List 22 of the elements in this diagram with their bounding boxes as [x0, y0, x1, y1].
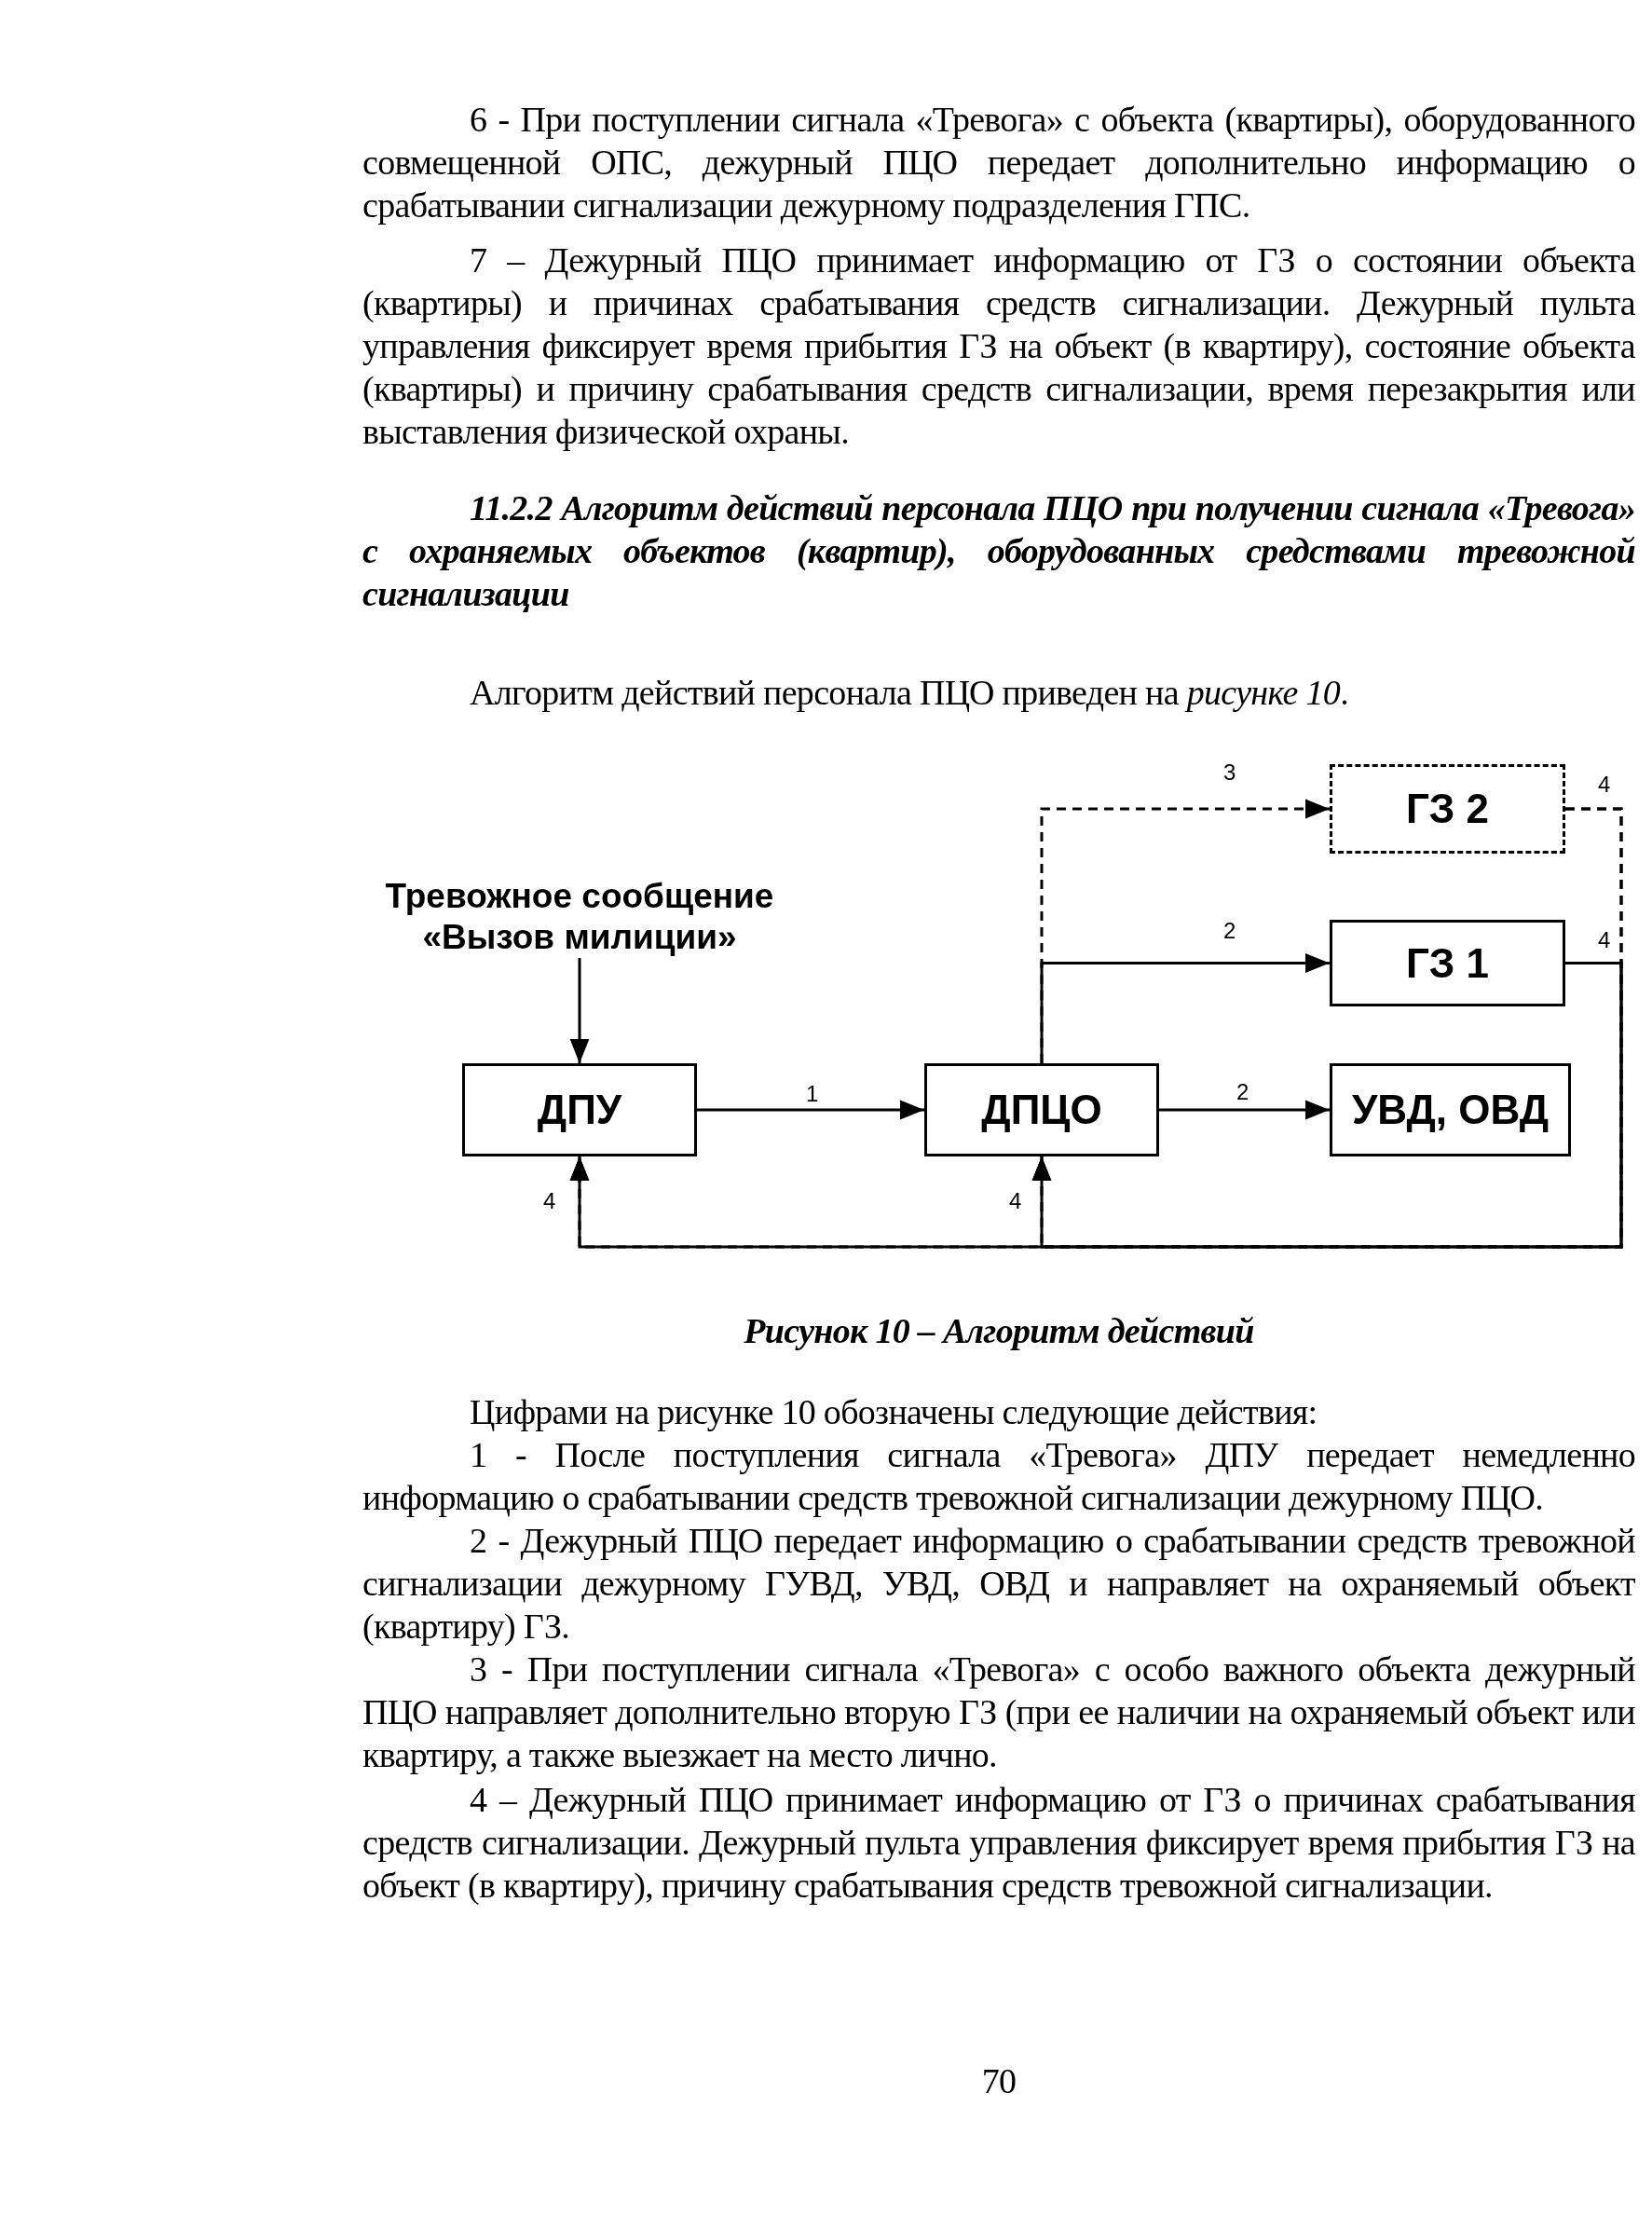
- paragraph: Цифрами на рисунке 10 обозначены следующие действия:: [469, 1391, 1318, 1433]
- page-number: 70: [980, 2060, 1017, 2102]
- arrow: [697, 1100, 924, 1120]
- process-box: ГЗ 1: [1330, 920, 1565, 1006]
- arrow: [569, 958, 590, 1063]
- paragraph: 7 – Дежурный ПЦО принимает информацию от ГЗ о состоянии объекта (квартиры) и причинах срабатывания средств сигнализации. Дежурный пульта управления фиксирует время прибытия ГЗ на объект (в квартиру), состояние объекта (квартиры) и причину срабатывания средств сигнализации, время перезакрытия или выставления физической охраны.: [362, 239, 1635, 453]
- arrow: [1040, 953, 1330, 1063]
- section-heading: 11.2.2 Алгоритм действий персонала ПЦО при получении сигнала «Тревога» с охраняемых объектов (квартир), оборудованных средствами тревожной сигнализации: [362, 487, 1635, 615]
- process-box: ДПУ: [462, 1063, 697, 1156]
- process-box: УВД, ОВД: [1330, 1063, 1571, 1156]
- paragraph: 3 - При поступлении сигнала «Тревога» с особо важного объекта дежурный ПЦО направляет дополнительно вторую ГЗ (при ее наличии на охраняемый объект или квартиру, а также выезжает на место лично.: [362, 1649, 1635, 1776]
- paragraph: 1 - После поступления сигнала «Тревога» ДПУ передает немедленно информацию о срабатывании средств тревожной сигнализации дежурному ПЦО.: [362, 1434, 1635, 1519]
- figure-caption: Рисунок 10 – Алгоритм действий: [743, 1310, 1255, 1352]
- paragraph: 4 – Дежурный ПЦО принимает информацию от ГЗ о причинах срабатывания средств сигнализации. Дежурный пульта управления фиксирует время прибытия ГЗ на объект (в квартиру), причину срабатывания средств тревожной сигнализации.: [362, 1779, 1635, 1907]
- arrow: [1159, 1100, 1330, 1120]
- paragraph: Алгоритм действий персонала ПЦО приведен на рисунке 10.: [469, 672, 1349, 714]
- paragraph: 6 - При поступлении сигнала «Тревога» с объекта (квартиры), оборудованного совмещенной ОПС, дежурный ПЦО передает дополнительно информацию о срабатывании сигнализации дежурному подразделения ГПС.: [362, 99, 1635, 226]
- process-box: ДПЦО: [924, 1063, 1159, 1156]
- message-text: Тревожное сообщение «Вызов милиции»: [365, 876, 794, 958]
- process-box: ГЗ 2: [1330, 764, 1565, 854]
- arrow: [1031, 962, 1623, 1249]
- paragraph: 2 - Дежурный ПЦО передает информацию о срабатывании средств тревожной сигнализации дежурному ГУВД, УВД, ОВД и направляет на охраняемый объект (квартиру) ГЗ.: [362, 1520, 1635, 1648]
